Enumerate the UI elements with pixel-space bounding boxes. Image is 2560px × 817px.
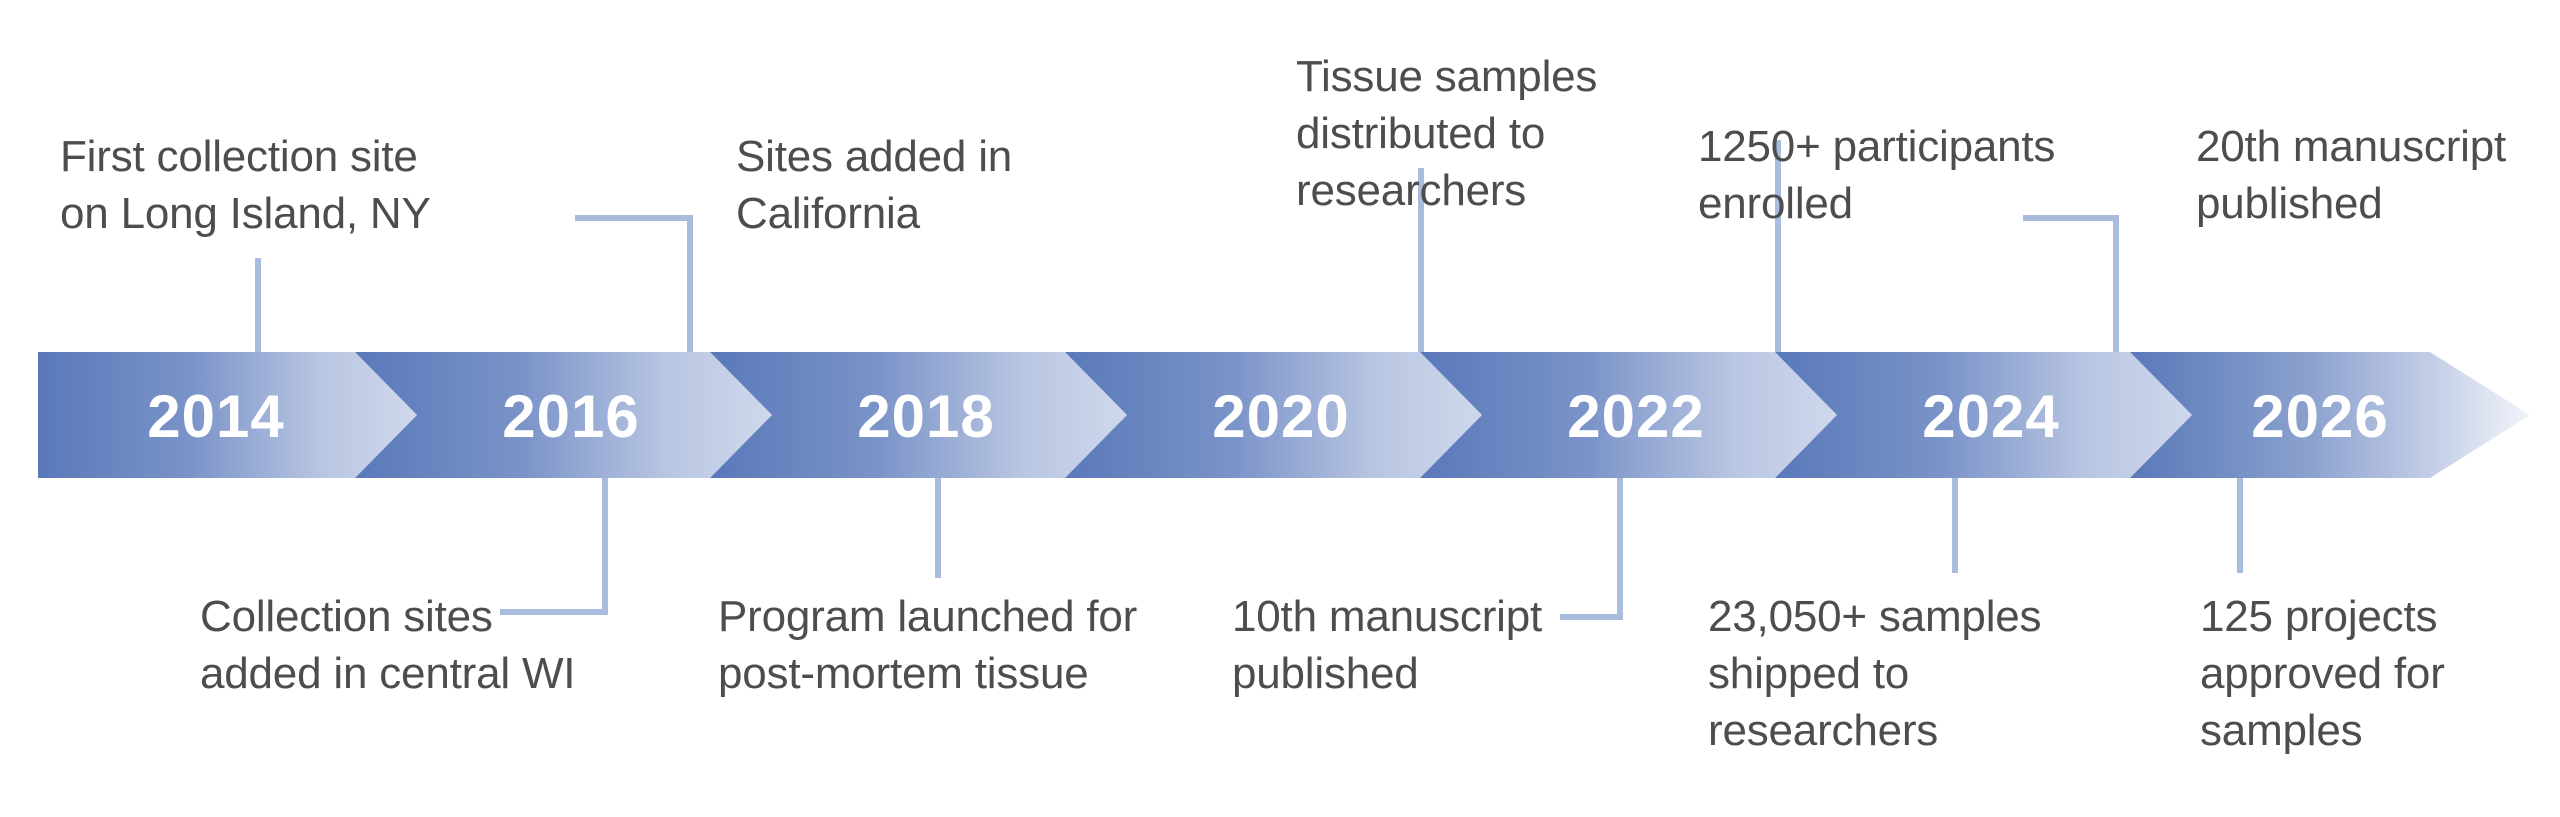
year-label-2020: 2020: [1212, 383, 1349, 450]
timeline-segments: [38, 352, 2530, 478]
milestone-label-2016-below: Collection sites added in central WI: [200, 592, 576, 699]
segment-2020: [1065, 352, 1482, 478]
milestone-label-2024-above: 1250+ participants enrolled: [1698, 122, 2056, 229]
milestone-label-2018-above: Sites added in California: [736, 132, 1013, 239]
milestone-label-2018-below: Program launched for post-mortem tissue: [718, 592, 1138, 699]
segment-2024: [1775, 352, 2192, 478]
milestone-label-2014-above: First collection site on Long Island, NY: [60, 132, 431, 239]
leader-2018-above: [575, 215, 693, 352]
year-label-2026: 2026: [2251, 383, 2388, 450]
milestone-label-2024-below: 23,050+ samples shipped to researchers: [1708, 592, 2042, 756]
milestone-label-2026-below: 125 projects approved for samples: [2200, 592, 2445, 756]
segment-2022: [1420, 352, 1837, 478]
year-labels: 2014 2016 2018 2020 2022 2024 2026: [147, 383, 2388, 450]
year-label-2014: 2014: [147, 383, 284, 450]
segment-2016: [355, 352, 772, 478]
year-label-2022: 2022: [1567, 383, 1704, 450]
year-label-2018: 2018: [857, 383, 994, 450]
segment-2026: [2130, 352, 2530, 478]
milestone-label-2026-above: 20th manuscript published: [2196, 122, 2507, 229]
year-label-2024: 2024: [1922, 383, 2059, 450]
segment-2018: [710, 352, 1127, 478]
milestone-label-2022-below: 10th manuscript published: [1232, 592, 1543, 699]
segment-2014: [38, 352, 417, 478]
year-label-2016: 2016: [502, 383, 639, 450]
milestone-label-2022-above: Tissue samples distributed to researcher…: [1296, 52, 1598, 216]
leader-2026-above: [2023, 215, 2119, 352]
